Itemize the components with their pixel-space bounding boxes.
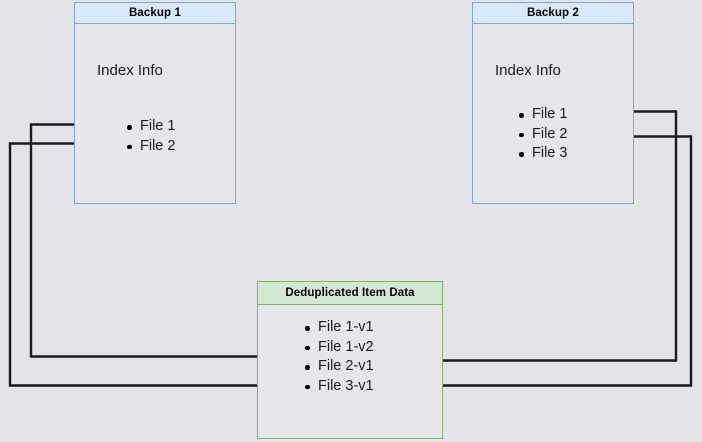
backup-1-body: Index Info File 1 File 2 [74, 24, 236, 204]
deduplicated-item-data-box[interactable]: Deduplicated Item Data File 1-v1 File 1-… [257, 281, 443, 439]
list-item[interactable]: File 2-v1 [303, 357, 374, 377]
deduplicated-item-data-title: Deduplicated Item Data [257, 281, 443, 305]
list-item[interactable]: File 2 [125, 137, 175, 157]
backup-2-index-info-label: Index Info [495, 62, 561, 79]
connector-backup2-file1 [395, 110, 678, 365]
deduplicated-file-list: File 1-v1 File 1-v2 File 2-v1 File 3-v1 [303, 318, 374, 396]
backup-1-box[interactable]: Backup 1 Index Info File 1 File 2 [74, 2, 236, 204]
backup-1-title: Backup 1 [74, 2, 236, 24]
list-item[interactable]: File 1-v2 [303, 338, 374, 358]
list-item[interactable]: File 1 [517, 105, 567, 125]
list-item[interactable]: File 1-v1 [303, 318, 374, 338]
backup-2-box[interactable]: Backup 2 Index Info File 1 File 2 File 3 [472, 2, 634, 204]
backup-1-file-list: File 1 File 2 [125, 117, 175, 156]
backup-1-index-info-label: Index Info [97, 62, 163, 79]
backup-2-body: Index Info File 1 File 2 File 3 [472, 24, 634, 204]
list-item[interactable]: File 3 [517, 144, 567, 164]
connector-backup1-file2 [8, 142, 297, 390]
deduplicated-item-data-body: File 1-v1 File 1-v2 File 2-v1 File 3-v1 [257, 305, 443, 439]
backup-2-title: Backup 2 [472, 2, 634, 24]
list-item[interactable]: File 2 [517, 125, 567, 145]
list-item[interactable]: File 3-v1 [303, 377, 374, 397]
connector-backup2-file2 [397, 135, 693, 390]
backup-2-file-list: File 1 File 2 File 3 [517, 105, 567, 164]
list-item[interactable]: File 1 [125, 117, 175, 137]
